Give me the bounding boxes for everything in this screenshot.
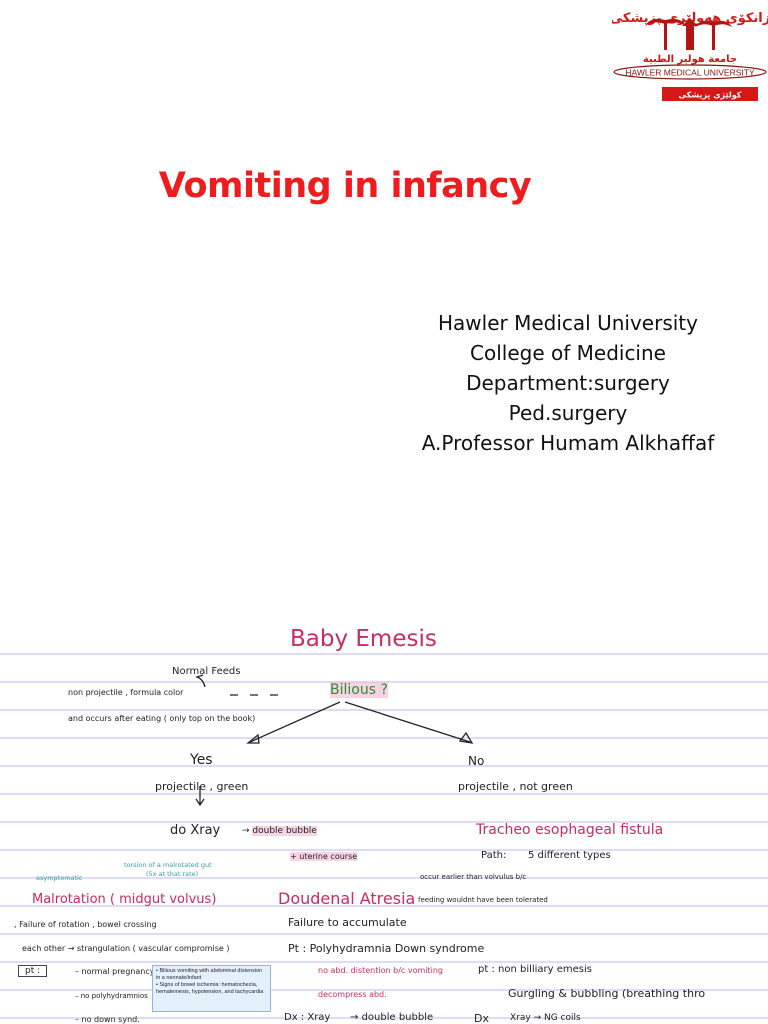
note-pt-box: pt : [18,965,48,977]
note-bilious: Bilious ? [330,682,388,698]
slide-title: Vomiting in infancy [158,166,532,206]
callout-line-1: • Bilious vomiting with abdominal disten… [156,968,263,981]
note-projectile-green: projectile , green [155,780,249,793]
clinical-signs-callout: • Bilious vomiting with abdominal disten… [152,965,271,1012]
note-strangulation: each other → strangulation ( vascular co… [22,944,230,953]
note-pt-non-bilious: pt : non billiary emesis [478,964,593,975]
handwritten-notes: Baby Emesis Normal Feeds non projectile … [0,612,768,1024]
note-duodenal: Doudenal Atresia [278,889,416,908]
note-no-polyhydramnios: – no polyhydramnios [75,992,148,1000]
note-no-abd: no abd. distention b/c vomiting [318,966,443,975]
logo-emblem: زانكۆی هەولێری پزیشكی جامعة هولير الطبية… [610,11,768,101]
note-double-bubble-2-text: double bubble [361,1012,434,1023]
info-department: Department:surgery [466,371,670,395]
note-decompress: decompress abd. [318,990,387,999]
note-no-down: – no down synd. [75,1015,140,1024]
note-no: No [468,754,485,768]
note-feeding: feeding wouldnt have been tolerated [418,896,548,904]
logo-english: HAWLER MEDICAL UNIVERSITY [625,68,755,78]
note-double-bubble-text: double bubble [252,826,317,836]
note-pt-polyhydramnia: Pt : Polyhydramnia Down syndrome [288,942,485,955]
note-dx-xray: Dx : Xray [284,1012,331,1023]
info-section: Ped.surgery [508,401,628,425]
note-double-bubble: → double bubble [242,826,317,836]
note-projectile-not-green: projectile , not green [458,780,573,793]
note-failure-rotation: , Failure of rotation , bowel crossing [14,920,157,929]
note-tracheo: Tracheo esophageal fistula [476,822,664,838]
note-twist: (5x at that rate) [146,870,199,878]
title-slide: زانكۆی هەولێری پزیشكی جامعة هولير الطبية… [158,0,768,458]
note-bilious-text: Bilious ? [330,682,388,698]
logo-arabic-mid: جامعة هولير الطبية [643,54,737,65]
note-asymptomatic: asymptomatic [36,874,83,882]
note-path: Path: [481,850,507,861]
note-uterine-course: + uterine course [290,852,358,861]
note-do-xray: do Xray [170,823,221,838]
note-pt-box-text: pt : [18,965,48,977]
note-uterine-course-text: + uterine course [290,852,358,861]
note-normal-pregnancy: – normal pregnancy [75,967,155,976]
note-yes: Yes [190,752,213,768]
note-occur-earlier: occur earlier than volvulus b/c [420,873,527,881]
note-failure-accumulate: Failure to accumulate [288,916,407,929]
note-double-bubble-2: → double bubble [350,1012,434,1023]
note-non-projectile: non projectile , formula color [68,688,184,697]
note-five-types: 5 different types [528,850,611,861]
note-torsion: torsion of a malrotated gut [124,861,212,869]
logo-banner: كولێژی پزیشكی [679,91,742,100]
note-malrotation: Malrotation ( midgut volvus) [32,892,217,907]
notes-heading: Baby Emesis [290,626,437,652]
note-xray-ng: Xray → NG coils [510,1013,581,1023]
info-professor: A.Professor Humam Alkhaffaf [421,431,715,455]
note-dx-2: Dx [474,1012,489,1024]
note-gurgling: Gurgling & bubbling (breathing thro [508,987,706,1000]
ruled-lines [0,653,768,1019]
callout-line-2: • Signs of bowel ischemia: hematochezia,… [156,982,264,995]
author-info: Hawler Medical University College of Med… [388,308,748,458]
info-college: College of Medicine [470,341,666,365]
university-logo: زانكۆی هەولێری پزیشكی جامعة هولير الطبية… [610,0,768,104]
note-normal-feeds: Normal Feeds [172,666,241,677]
note-occurs-after: and occurs after eating ( only top on th… [68,714,256,723]
info-university: Hawler Medical University [438,311,698,335]
